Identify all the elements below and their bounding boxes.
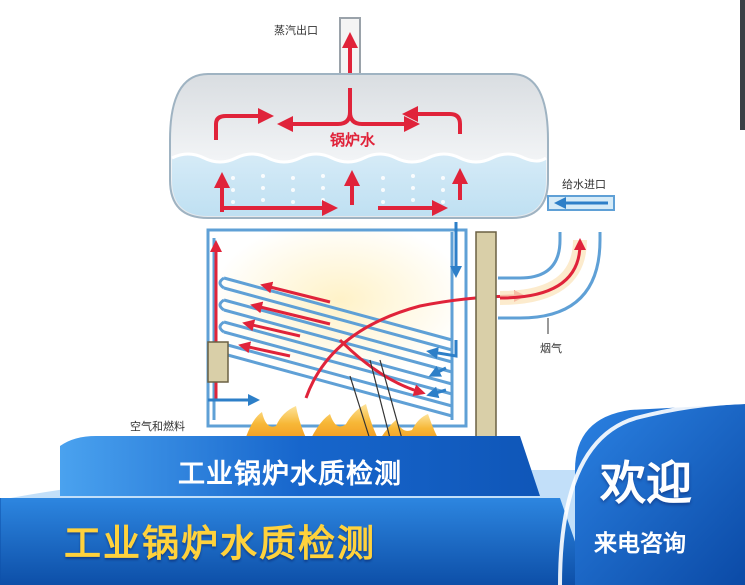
support-pillar-left	[207, 341, 229, 383]
tube-blue-arrows	[426, 340, 458, 399]
flue-duct	[498, 232, 602, 320]
feedwater-inlet-pipe	[547, 195, 615, 211]
boiler-drum	[169, 73, 549, 219]
banner-welcome: 欢迎	[600, 456, 692, 510]
steam-flow-arrows	[214, 88, 468, 216]
heat-glow	[210, 220, 470, 380]
flue-gas-label: 烟气	[540, 342, 562, 355]
water-bubbles	[231, 174, 445, 204]
boiler-water-label: 锅炉水	[330, 131, 376, 149]
banner-title-large: 工业锅炉水质检测	[64, 522, 376, 565]
banner-call-to-action[interactable]: 来电咨询	[594, 531, 686, 557]
flue-gas-path-2	[338, 338, 426, 397]
air-fuel-label: 空气和燃料	[130, 420, 185, 433]
banner-title-small: 工业锅炉水质检测	[178, 459, 402, 490]
feedwater-inlet-label: 给水进口	[562, 178, 606, 191]
burner-leaders	[349, 359, 405, 447]
flue-gas-exit-arrow	[499, 238, 586, 300]
support-pillar-right	[475, 231, 497, 453]
flue-duct-glow	[499, 239, 587, 305]
right-edge-strip	[740, 0, 745, 130]
steam-outlet-label: 蒸汽出口	[274, 24, 318, 37]
burner-flames	[242, 404, 444, 450]
